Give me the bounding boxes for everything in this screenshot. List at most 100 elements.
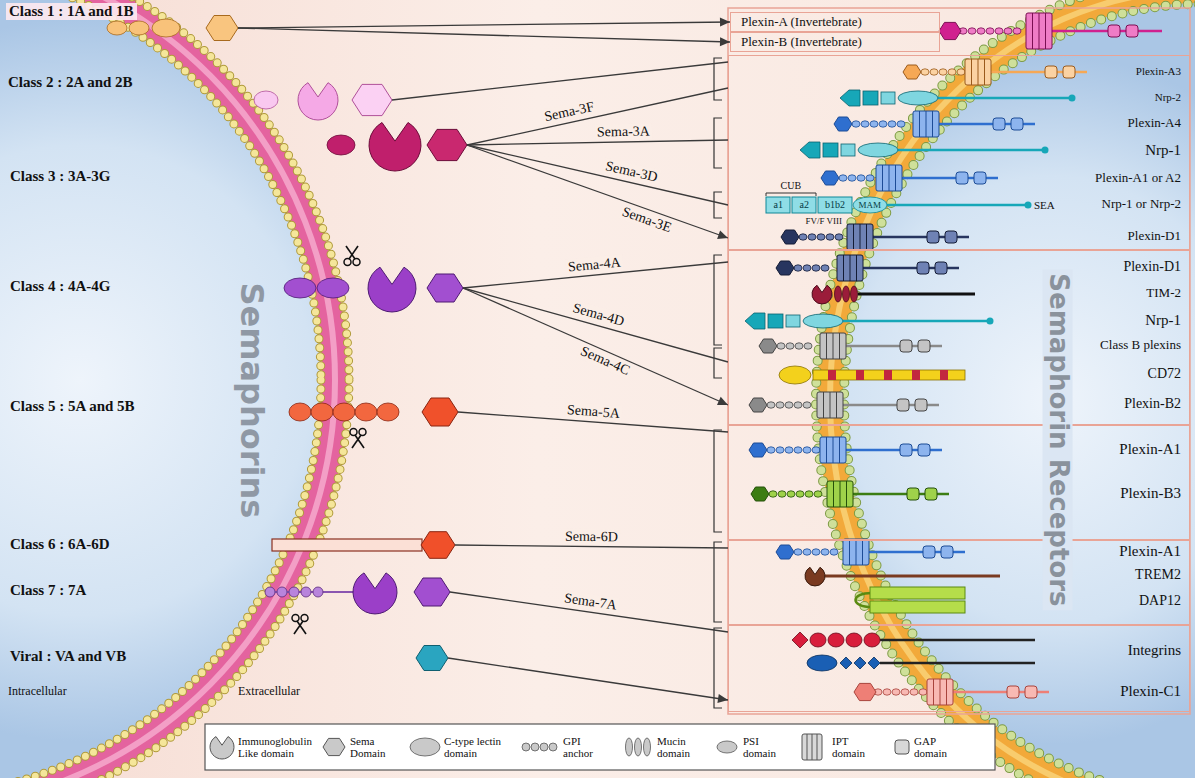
ipt-stripe — [849, 539, 850, 565]
ipt-stripe — [836, 392, 837, 418]
gap-domain — [917, 262, 929, 274]
ipt-stripe — [843, 255, 844, 281]
cub-domain — [823, 143, 838, 157]
legend-icon — [531, 743, 539, 751]
psi-bead — [939, 69, 947, 75]
gap-domain — [900, 340, 912, 352]
ipt-stripe — [882, 165, 883, 191]
legend-icon — [522, 743, 530, 751]
ipt-stripe — [895, 165, 896, 191]
lipid-heads — [0, 0, 349, 778]
psi-bead — [794, 447, 802, 453]
edge-label: Sema-3F — [541, 99, 598, 126]
ipt-stripe — [926, 111, 927, 137]
bracket — [714, 430, 722, 532]
ipt-stripe — [812, 734, 813, 760]
connector — [463, 288, 728, 405]
mam-domain — [858, 143, 898, 157]
psi-bead — [852, 121, 860, 127]
lipid-heads — [816, 0, 1195, 778]
arrow-head — [720, 37, 730, 46]
sema-domain — [776, 545, 794, 559]
legend-text: GPI anchor — [563, 735, 613, 759]
gap-domain — [1045, 66, 1057, 78]
psi-bead — [883, 689, 891, 695]
gpi-bead — [313, 587, 323, 597]
scissor-handle — [344, 259, 351, 266]
integrin-domain — [792, 632, 808, 648]
cleavage-scissors — [350, 429, 366, 449]
psi-bead — [888, 121, 896, 127]
cub-domain — [745, 313, 765, 329]
receptor-name: Plexin-D1 — [1128, 229, 1181, 244]
cub-domain — [792, 197, 816, 213]
domain-oval — [327, 135, 355, 155]
lipid-heads — [816, 0, 1195, 778]
class-heading: Class 2 : 2A and 2B — [8, 74, 133, 91]
cd72-stripe — [912, 370, 920, 380]
ig-domain — [369, 123, 421, 172]
gap-domain — [941, 546, 953, 558]
arrow-head — [717, 230, 728, 239]
ig-domain — [805, 567, 825, 586]
ipt-stripe — [866, 224, 867, 250]
receptor-name: Integrins — [1128, 642, 1181, 659]
receptor-name: TREM2 — [1135, 567, 1181, 583]
ipt-stripe — [1045, 13, 1046, 49]
psi-bead — [794, 402, 802, 408]
receptor-group: IntegrinsPlexin-C1 — [728, 625, 1190, 712]
cd72-stripe — [828, 370, 836, 380]
ipt-stripe — [833, 333, 834, 359]
gap-domain — [1126, 25, 1138, 37]
class-heading: Class 1 : 1A and 1B — [6, 3, 137, 20]
membrane-stripe — [0, 0, 335, 778]
ipt-stripe — [856, 255, 857, 281]
ipt-stripe — [862, 539, 863, 565]
semaphorin-class: Class 2 : 2A and 2B — [8, 74, 392, 118]
psi-bead — [785, 447, 793, 453]
gpi-bead — [265, 587, 275, 597]
sema-domain — [416, 646, 448, 671]
ipt-stripe — [1039, 13, 1040, 49]
psi-bead — [808, 234, 816, 240]
cleavage-scissors — [292, 615, 308, 635]
ipt-domain — [913, 111, 939, 137]
psi-bead — [835, 234, 843, 240]
legend-icon — [635, 738, 642, 756]
domain-label: b1b2 — [825, 199, 845, 211]
cytoplasmic-tail — [1052, 30, 1162, 33]
psi-bead — [786, 343, 794, 349]
ig-domain — [353, 573, 397, 614]
cell-membrane — [830, 0, 1195, 778]
receptor-name: Class B plexins — [1100, 338, 1181, 353]
sema-domain — [751, 487, 769, 501]
edge-label: Sema-4A — [565, 254, 623, 276]
ig-domain — [368, 267, 416, 312]
sema-domain — [427, 274, 463, 302]
membrane-stripe — [830, 0, 1195, 778]
ipt-domain — [843, 539, 869, 565]
class-heading: Class 7 : 7A — [10, 582, 86, 599]
bracket — [714, 255, 722, 345]
gap-domain — [923, 546, 935, 558]
psi-bead — [830, 549, 838, 555]
bracket — [714, 192, 722, 218]
psi-bead — [803, 447, 811, 453]
legend-icon — [549, 743, 557, 751]
mam-domain — [898, 91, 938, 105]
cub-domain — [800, 142, 820, 158]
legend-text: PSI domain — [743, 735, 791, 759]
psi-bead — [803, 265, 811, 271]
edge-label: Sema-5A — [565, 402, 623, 422]
stalk-bar — [272, 539, 422, 551]
ipt-stripe — [889, 165, 890, 191]
integrin-domain — [854, 657, 866, 669]
gap-domain — [918, 444, 930, 456]
ipt-stripe — [840, 481, 841, 507]
psi-bead — [795, 343, 803, 349]
mucin-domain — [843, 286, 850, 302]
ipt-stripe — [833, 481, 834, 507]
ipt-stripe — [826, 333, 827, 359]
ipt-stripe — [919, 111, 920, 137]
watermark: Semaphorins — [234, 282, 271, 518]
